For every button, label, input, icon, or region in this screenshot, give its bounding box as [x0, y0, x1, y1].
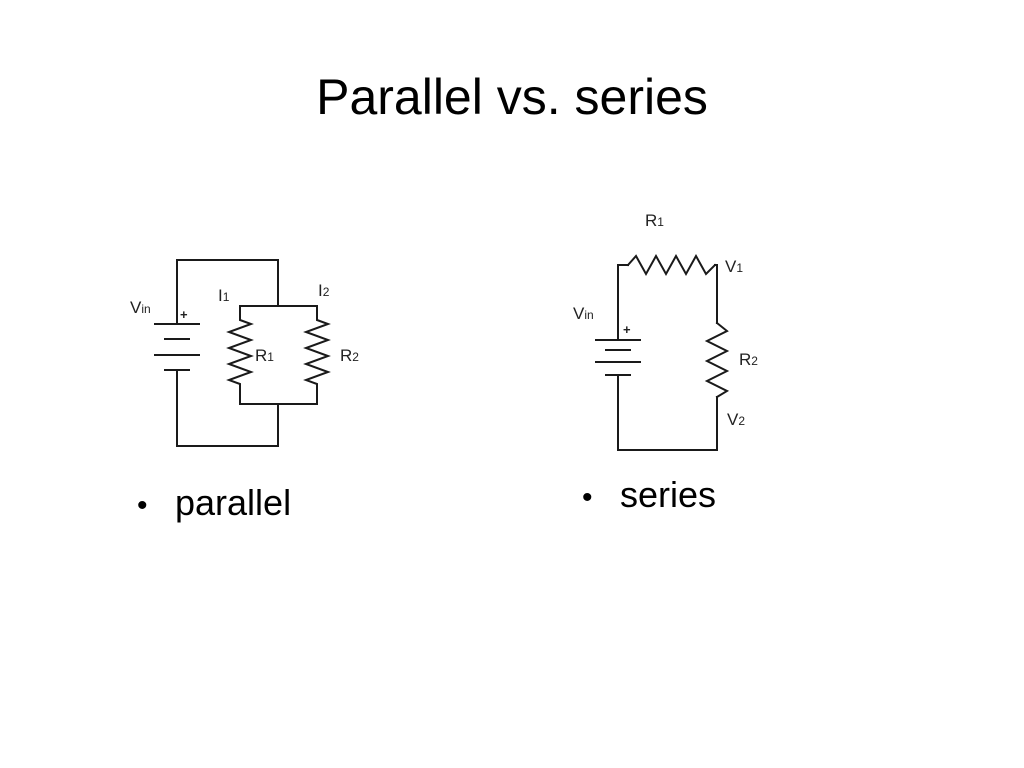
parallel-bottom-wire [176, 369, 279, 447]
series-v2-label: V2 [727, 410, 745, 429]
parallel-r2-label: R2 [340, 346, 359, 365]
series-caption-text: series [620, 474, 717, 515]
parallel-i2-label: I2 [318, 281, 330, 300]
series-resistor-r2 [704, 321, 730, 399]
bullet-glyph: • [137, 489, 148, 522]
parallel-resistor-r1 [226, 305, 254, 405]
parallel-circuit-diagram: + Vin I1 I2 R1 R2 [130, 259, 359, 447]
series-r1-label: R1 [645, 211, 664, 230]
slide-title: Parallel vs. series [316, 69, 708, 125]
series-vin-label: Vin [573, 304, 594, 323]
parallel-vin-label: Vin [130, 298, 151, 317]
bullet-glyph: • [582, 481, 593, 514]
series-plus-sign: + [623, 322, 631, 337]
series-left-top-wire [617, 264, 629, 341]
parallel-caption: • parallel [137, 481, 291, 528]
parallel-resistor-r2 [303, 305, 331, 405]
parallel-top-wire [176, 259, 279, 325]
series-r2-label: R2 [739, 350, 758, 369]
parallel-r1-label: R1 [255, 346, 274, 365]
parallel-caption-text: parallel [175, 482, 292, 523]
parallel-plus-sign: + [180, 307, 188, 322]
parallel-i1-label: I1 [218, 286, 230, 305]
series-v1-label: V1 [725, 257, 743, 276]
series-bottom-wire [617, 374, 718, 451]
series-caption: • series [582, 473, 716, 520]
series-circuit-diagram: + Vin R1 V1 R2 V2 [573, 211, 758, 451]
series-resistor-r1 [626, 253, 717, 277]
series-right-top-wire [714, 264, 718, 324]
